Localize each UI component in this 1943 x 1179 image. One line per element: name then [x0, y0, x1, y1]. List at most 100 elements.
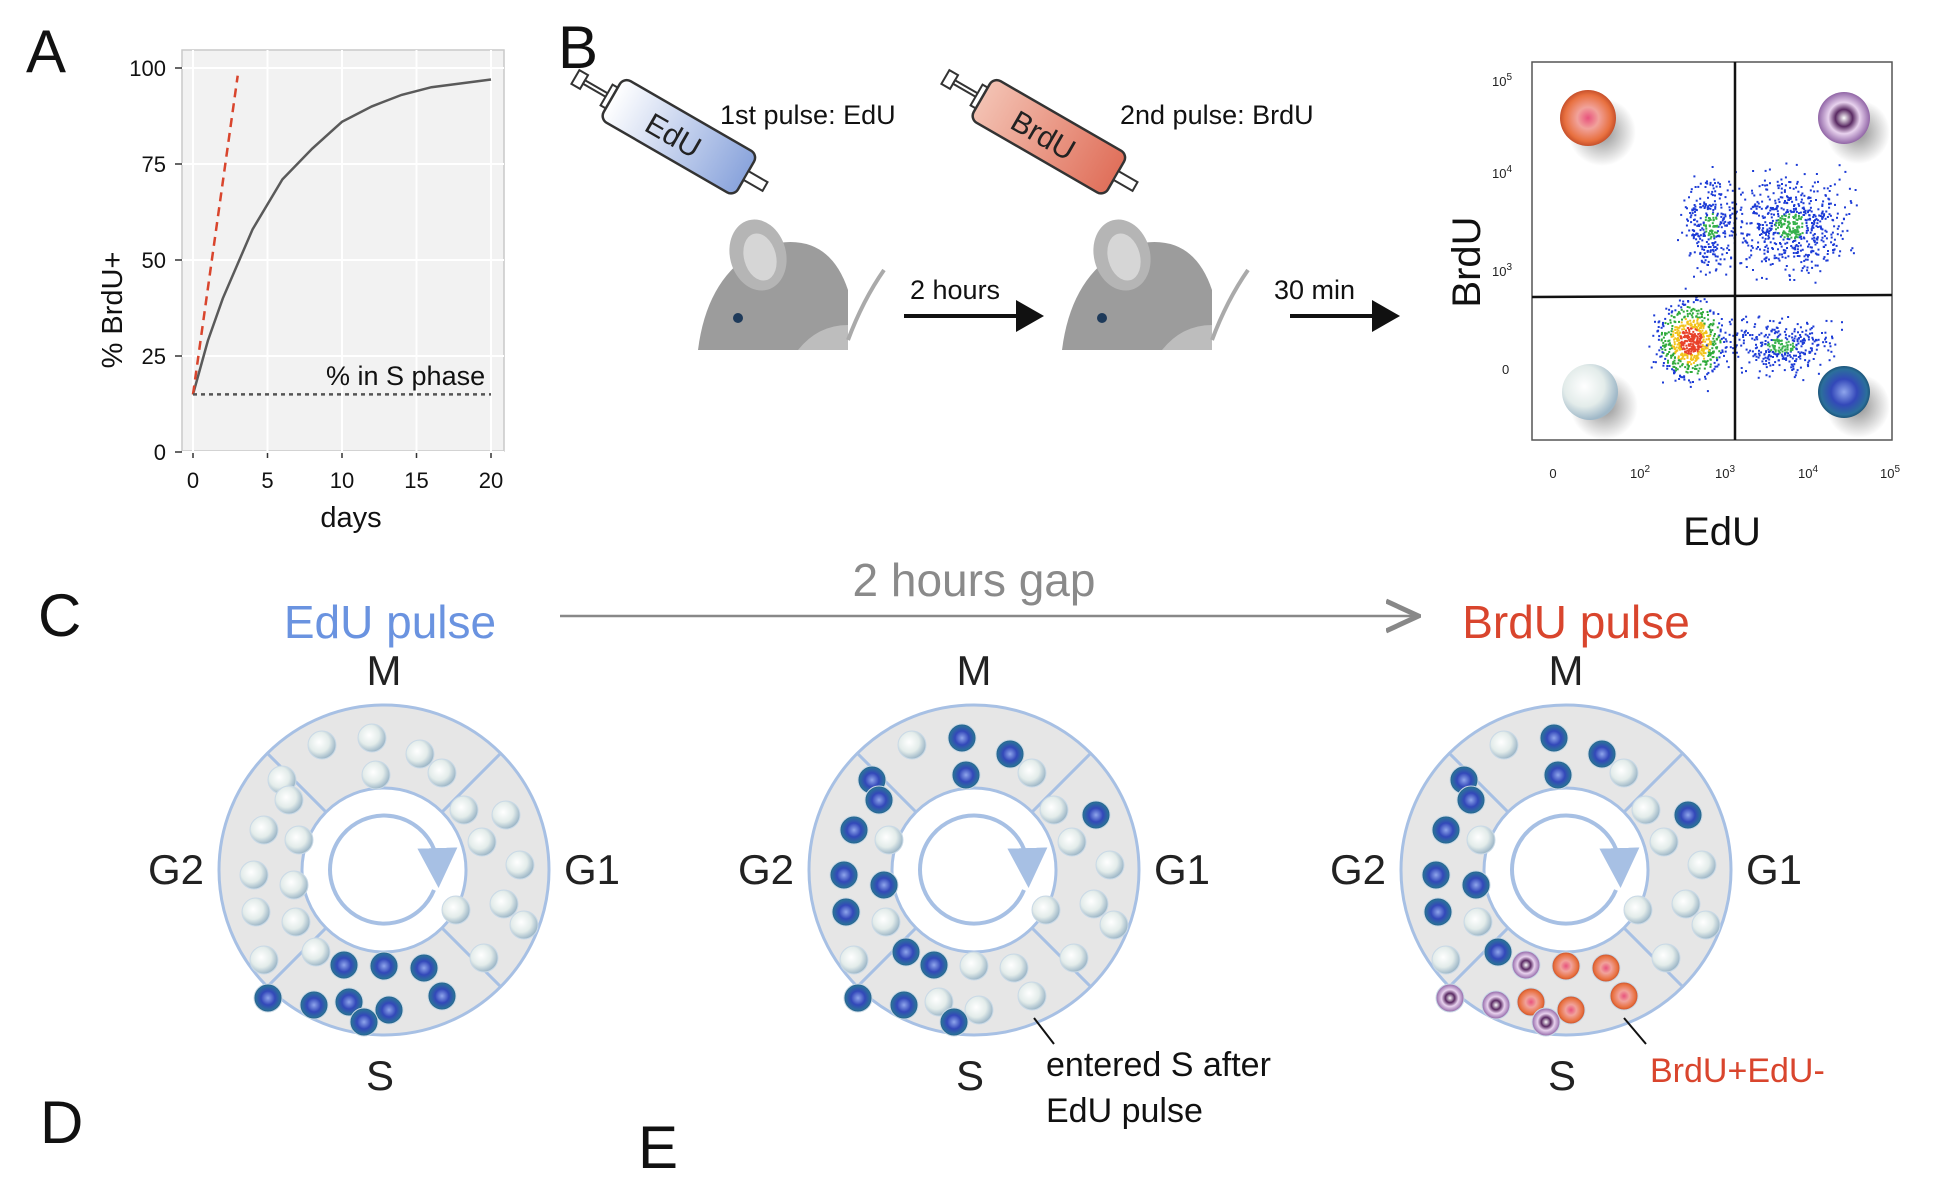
flow-dot: [1781, 357, 1784, 360]
flow-dot: [1724, 350, 1727, 353]
flow-dot: [1731, 212, 1734, 215]
flow-dot: [1777, 213, 1780, 215]
cell: [405, 739, 435, 769]
flow-dot: [1784, 345, 1787, 348]
flow-dot: [1792, 368, 1795, 371]
flow-dot: [1823, 345, 1826, 348]
flow-dot: [1768, 236, 1771, 239]
flow-dot: [1686, 336, 1689, 339]
flow-dot: [1757, 246, 1759, 248]
flow-dot: [1664, 349, 1667, 351]
flow-dot: [1662, 341, 1665, 344]
gate-horizontal: [1531, 293, 1893, 299]
flow-dot: [1819, 220, 1822, 223]
flow-dot: [1777, 330, 1780, 333]
flow-dot: [1677, 326, 1680, 329]
flow-dot: [1784, 268, 1787, 271]
flow-dot: [1780, 207, 1783, 210]
flow-dot: [1710, 205, 1713, 208]
flow-dot: [1729, 265, 1732, 268]
flow-dot: [1698, 367, 1701, 370]
flow-dot: [1783, 189, 1786, 192]
flow-dot: [1703, 207, 1706, 209]
cell: [349, 1007, 379, 1037]
flow-dot: [1664, 317, 1667, 320]
flow-dot: [1823, 187, 1826, 190]
flow-dot: [1745, 348, 1748, 351]
flow-dot: [1699, 206, 1702, 209]
flow-dot: [1845, 213, 1848, 216]
flow-dot: [1755, 207, 1758, 210]
flow-dot: [1689, 319, 1692, 322]
flow-dot: [1768, 232, 1770, 235]
flow-dot: [1679, 365, 1682, 368]
cell: [829, 860, 859, 890]
flow-dot: [1802, 202, 1805, 205]
flow-dot: [1698, 316, 1701, 319]
flow-dot: [1817, 372, 1820, 375]
flow-dot: [1742, 237, 1745, 240]
flow-dot: [1683, 334, 1686, 337]
flow-dot: [1690, 340, 1693, 343]
flow-dot: [1709, 323, 1712, 325]
flow-dot: [1772, 356, 1774, 358]
flow-dot: [1766, 212, 1769, 215]
flow-dot: [1657, 321, 1660, 324]
flow-dot: [1725, 346, 1728, 349]
flow-dot: [1702, 349, 1705, 352]
flow-dot: [1794, 232, 1797, 235]
flow-dot: [1812, 325, 1815, 328]
flow-dot: [1777, 248, 1779, 251]
flow-dot: [1739, 208, 1742, 211]
flow-dot: [1766, 344, 1769, 347]
mouse-1: [698, 219, 886, 350]
flow-dot: [1738, 187, 1741, 190]
flow-dot: [1694, 334, 1697, 337]
flow-dot: [1781, 317, 1784, 320]
flow-dot: [1788, 213, 1791, 216]
flow-dot: [1698, 378, 1701, 381]
flow-dot: [1697, 234, 1700, 237]
flow-dot: [1763, 335, 1766, 338]
flow-dot: [1819, 215, 1822, 217]
flow-dot: [1777, 219, 1780, 222]
flow-dot: [1697, 316, 1700, 319]
flow-dot: [1767, 234, 1770, 237]
flow-dot: [1703, 248, 1706, 251]
cell: [1435, 983, 1465, 1013]
flow-dot: [1792, 223, 1795, 225]
flow-dot: [1740, 193, 1742, 196]
flow-dot: [1680, 344, 1683, 346]
flow-dot: [1701, 255, 1704, 258]
flow-dot: [1715, 337, 1718, 340]
flow-dot: [1721, 349, 1724, 352]
flow-dot: [1693, 251, 1696, 254]
flow-dot: [1726, 247, 1729, 250]
flow-dot: [1810, 260, 1813, 263]
flow-dot: [1798, 212, 1800, 215]
flow-dot: [1692, 337, 1695, 340]
flow-dot: [1693, 356, 1696, 359]
flow-dot: [1780, 225, 1783, 228]
flow-dot: [1773, 352, 1776, 355]
flow-dot: [1664, 340, 1667, 342]
flow-dot: [1746, 234, 1748, 237]
flow-dot: [1761, 224, 1764, 226]
flow-dot: [1704, 352, 1707, 355]
flow-dot: [1709, 218, 1712, 221]
cell: [1483, 937, 1513, 967]
flow-dot: [1807, 209, 1810, 212]
flow-dot: [1791, 339, 1794, 342]
phase-label-g2: G2: [738, 846, 794, 893]
flow-dot: [1711, 166, 1714, 168]
flow-dot: [1787, 316, 1790, 318]
flow-dot: [1795, 354, 1797, 357]
flow-dot: [1656, 330, 1659, 333]
flow-dot: [1799, 340, 1802, 343]
flow-dot: [1682, 355, 1685, 358]
flow-dot: [1699, 337, 1702, 340]
flow-dot: [1798, 226, 1801, 229]
cell: [1466, 825, 1496, 855]
flow-dot: [1693, 354, 1696, 357]
